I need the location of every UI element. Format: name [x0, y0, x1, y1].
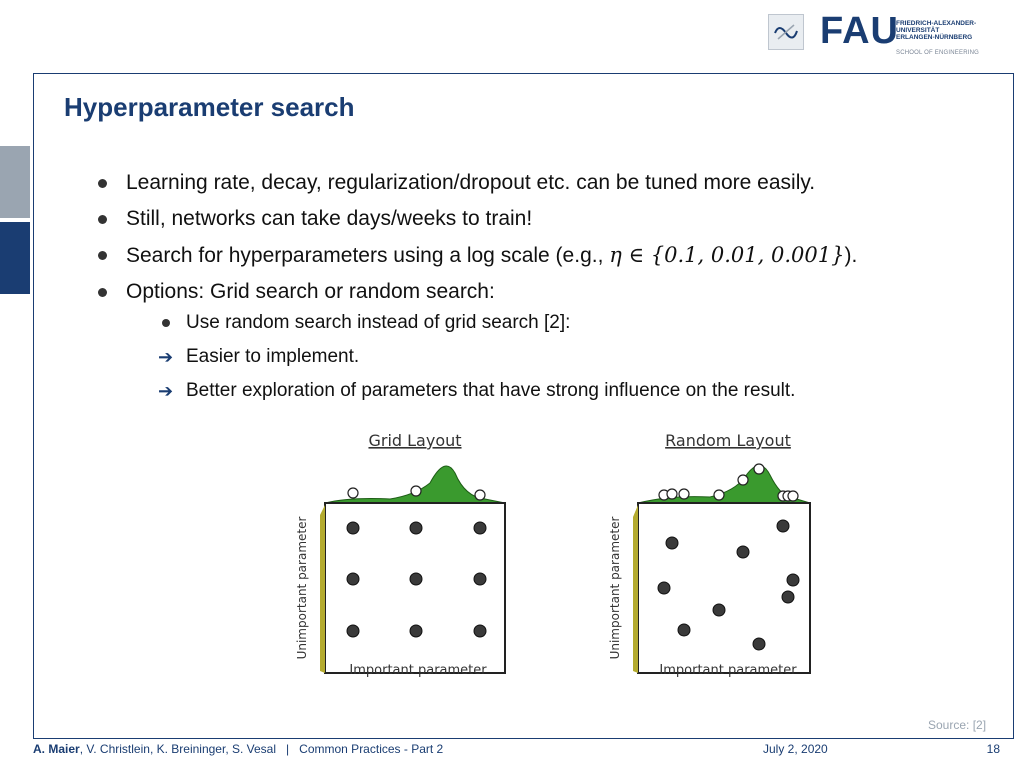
- random-layout-title: Random Layout: [665, 431, 791, 450]
- page-number: 18: [986, 742, 1000, 756]
- bullet-dot-icon: [98, 251, 107, 260]
- learning-rate-formula: η ∈ {0.1, 0.01, 0.001}: [609, 243, 845, 267]
- bullet-item: Options: Grid search or random search:: [98, 279, 1008, 305]
- grid-x-axis-label: Important parameter: [349, 663, 487, 678]
- grid-sample-points: [346, 521, 487, 638]
- arrow-right-icon: ➔: [158, 347, 174, 367]
- footer-date: July 2, 2020: [763, 742, 828, 756]
- bullet-item: Still, networks can take days/weeks to t…: [98, 206, 1008, 232]
- grid-y-axis-label: Unimportant parameter: [295, 517, 309, 660]
- random-projection-points: [658, 463, 799, 502]
- slide-title: Hyperparameter search: [64, 92, 355, 122]
- school-name: SCHOOL OF ENGINEERING: [896, 50, 979, 56]
- logo-university-name: FRIEDRICH-ALEXANDER- UNIVERSITÄT ERLANGE…: [896, 20, 977, 41]
- random-x-axis-label: Important parameter: [659, 663, 797, 678]
- side-tab-gray: [0, 146, 30, 218]
- bullet-list: Learning rate, decay, regularization/dro…: [98, 170, 1008, 413]
- slide-frame: [33, 73, 1014, 739]
- logo-wordmark: FAU: [820, 10, 899, 52]
- bullet-dot-icon: [98, 215, 107, 224]
- arrow-right-icon: ➔: [158, 381, 174, 401]
- bullet-dot-icon: [162, 319, 170, 327]
- sub-bullet-item: Use random search instead of grid search…: [158, 311, 1008, 335]
- random-sample-points: [657, 519, 800, 651]
- footer-lecture-title: Common Practices - Part 2: [299, 742, 444, 756]
- grid-vs-random-figure: Grid Layout Unimportant parameter Import…: [295, 431, 811, 678]
- side-tab-active: [0, 222, 30, 294]
- arrow-item: ➔Better exploration of parameters that h…: [158, 380, 796, 401]
- bullet-item: Learning rate, decay, regularization/dro…: [98, 170, 1008, 196]
- bullet-item-log-scale: Search for hyperparameters using a log s…: [98, 242, 1008, 269]
- random-y-axis-label: Unimportant parameter: [608, 517, 622, 660]
- arrow-item: ➔Easier to implement.: [158, 346, 360, 367]
- bullet-dot-icon: [98, 288, 107, 297]
- random-side-curve: [633, 505, 638, 673]
- university-seal-icon: [768, 14, 804, 50]
- grid-marginal-curve: [324, 465, 506, 504]
- grid-layout-title: Grid Layout: [368, 431, 461, 450]
- bullet-dot-icon: [98, 179, 107, 188]
- grid-side-curve: [320, 505, 325, 673]
- grid-projection-points: [347, 485, 486, 501]
- footer-authors: A. Maier, V. Christlein, K. Breininger, …: [33, 742, 444, 756]
- fau-logo: FAU FRIEDRICH-ALEXANDER- UNIVERSITÄT ERL…: [768, 10, 988, 62]
- source-citation: Source: [2]: [928, 718, 987, 732]
